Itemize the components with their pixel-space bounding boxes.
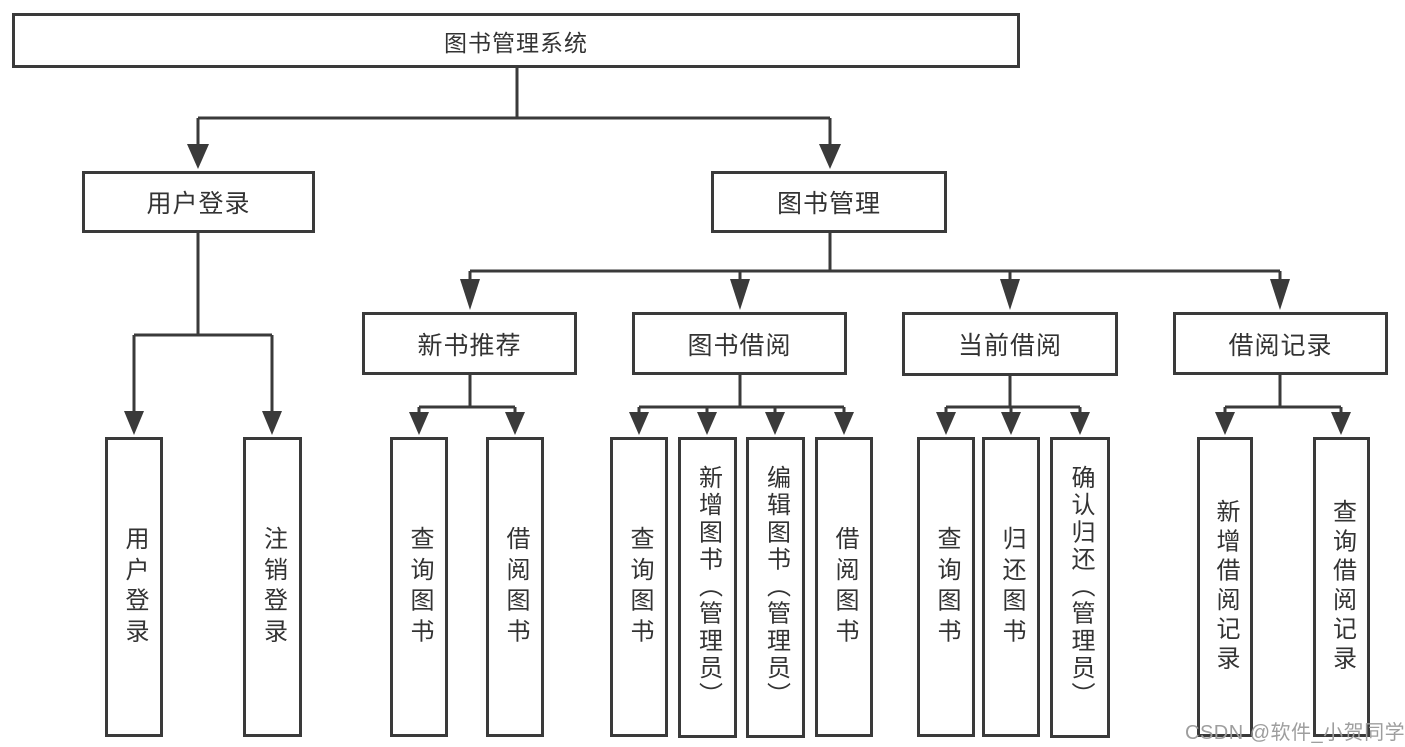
leaf-add-borrow-record: 新增借阅记录: [1197, 437, 1253, 737]
leaf-query-books-borrow: 查询图书: [610, 437, 668, 737]
leaf-query-borrow-record-label: 查询借阅记录: [1328, 499, 1356, 675]
leaf-borrow-books-rec-label: 借阅图书: [502, 525, 529, 649]
leaf-add-borrow-record-label: 新增借阅记录: [1212, 499, 1239, 675]
leaf-borrow-books: 借阅图书: [815, 437, 873, 737]
leaf-logout: 注销登录: [243, 437, 302, 737]
node-book-borrow: 图书借阅: [632, 312, 847, 375]
leaf-return-books: 归还图书: [982, 437, 1040, 737]
leaf-edit-books-admin-label: 编辑图书（管理员）: [762, 465, 790, 710]
node-current-borrow: 当前借阅: [902, 312, 1118, 376]
leaf-confirm-return-admin-label: 确认归还（管理员）: [1067, 465, 1094, 710]
leaf-add-books-admin-label: 新增图书（管理员）: [694, 465, 722, 710]
leaf-add-books-admin: 新增图书（管理员）: [678, 437, 737, 738]
node-book-borrow-label: 图书借阅: [687, 331, 792, 360]
node-new-book-rec-label: 新书推荐: [417, 331, 522, 360]
leaf-query-books-borrow-label: 查询图书: [626, 525, 653, 649]
node-root: 图书管理系统: [12, 13, 1020, 68]
leaf-return-books-label: 归还图书: [998, 525, 1025, 649]
leaf-query-books-rec: 查询图书: [390, 437, 448, 737]
leaf-confirm-return-admin: 确认归还（管理员）: [1050, 437, 1110, 738]
node-borrow-record-label: 借阅记录: [1228, 331, 1333, 360]
node-new-book-rec: 新书推荐: [362, 312, 577, 375]
leaf-logout-label: 注销登录: [259, 525, 287, 649]
node-book-mgmt-label: 图书管理: [776, 190, 881, 218]
leaf-borrow-books-label: 借阅图书: [831, 525, 858, 649]
leaf-query-books-current: 查询图书: [917, 437, 975, 737]
node-current-borrow-label: 当前借阅: [957, 332, 1062, 360]
leaf-query-books-current-label: 查询图书: [933, 525, 960, 649]
leaf-query-books-rec-label: 查询图书: [406, 525, 433, 649]
leaf-user-login: 用户登录: [105, 437, 163, 737]
node-book-mgmt: 图书管理: [711, 171, 947, 233]
node-user-login-label: 用户登录: [146, 190, 251, 218]
leaf-user-login-label: 用户登录: [121, 525, 148, 649]
node-borrow-record: 借阅记录: [1173, 312, 1388, 375]
leaf-query-borrow-record: 查询借阅记录: [1313, 437, 1370, 737]
node-user-login: 用户登录: [82, 171, 315, 233]
node-root-label: 图书管理系统: [444, 29, 588, 56]
csdn-watermark: CSDN @软件_小贺同学: [1185, 722, 1405, 744]
leaf-edit-books-admin: 编辑图书（管理员）: [746, 437, 805, 738]
leaf-borrow-books-rec: 借阅图书: [486, 437, 544, 737]
